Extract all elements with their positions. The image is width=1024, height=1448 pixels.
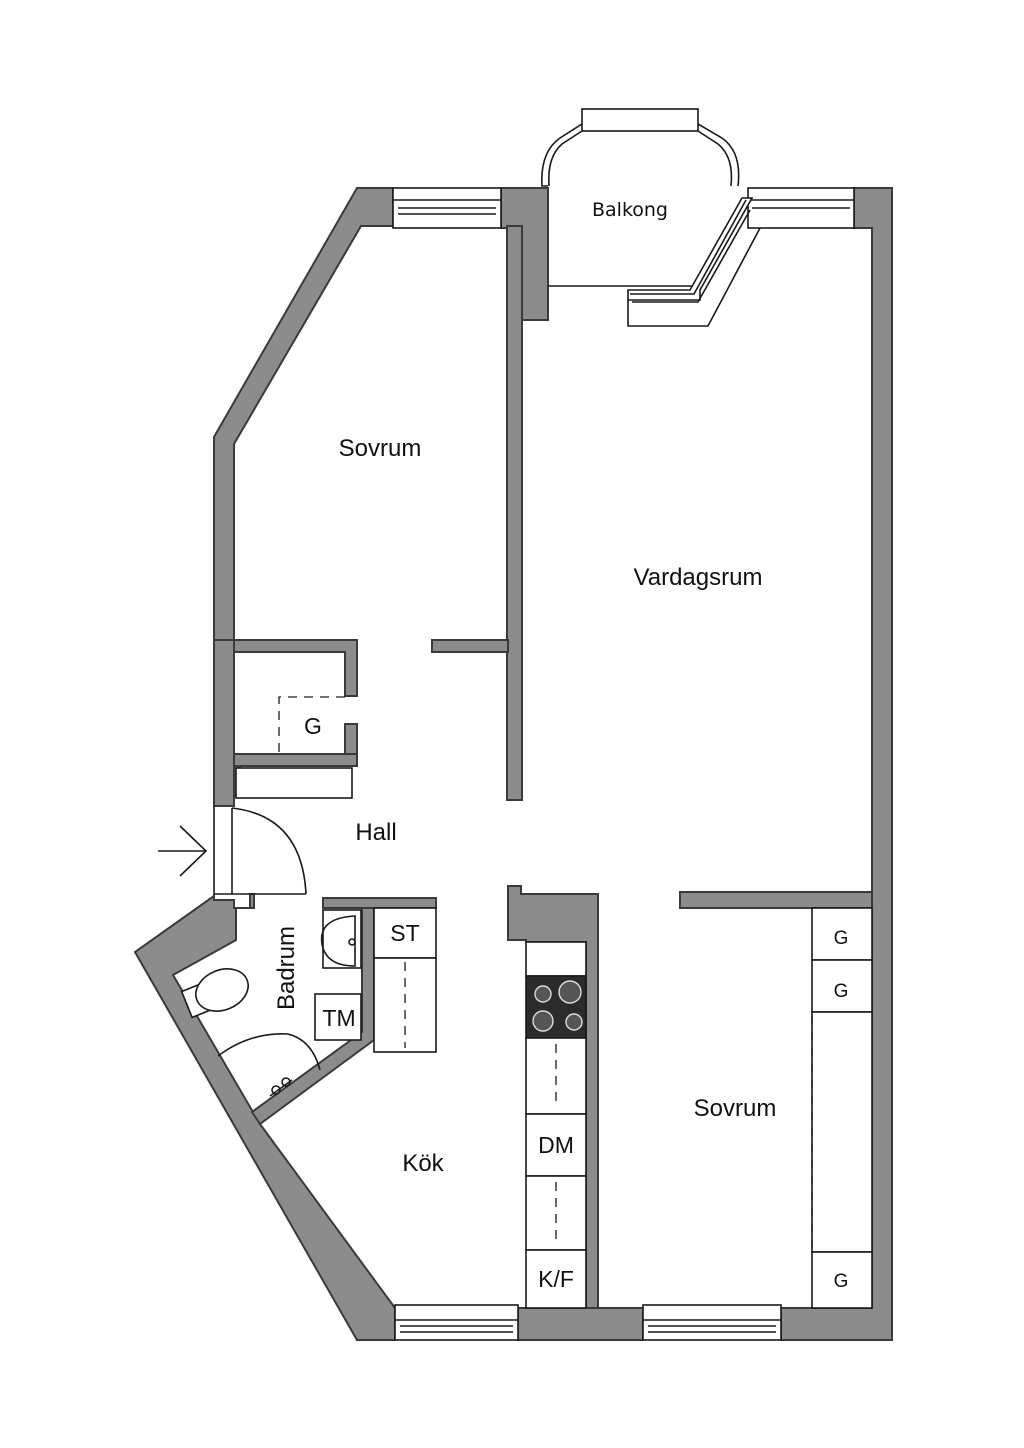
wall-bedroom-stub (431, 639, 509, 653)
room-label-hall: Hall (355, 819, 396, 846)
wall-top-left (213, 187, 394, 641)
room-label-balkong: Balkong (592, 199, 668, 221)
label-storage: ST (390, 920, 419, 946)
label-dishwasher: DM (538, 1132, 574, 1158)
arrow-right-icon (158, 825, 208, 877)
wall-divider-upper (506, 225, 523, 801)
wall-hall-left (213, 639, 235, 807)
label-closet-2: G (834, 981, 849, 1002)
window-bedroom-bottom (642, 1304, 782, 1341)
room-label-kok: Kök (402, 1150, 444, 1177)
windows (392, 187, 855, 1341)
bathroom-fixtures (180, 909, 362, 1097)
toilet-icon (180, 968, 249, 1019)
room-label-sovrum-top: Sovrum (339, 435, 422, 462)
hall-closet (235, 696, 353, 799)
window-kitchen (394, 1304, 519, 1341)
wall-closet-top (233, 639, 358, 697)
wall-bath-top (322, 897, 437, 909)
wall-closet-stub (344, 723, 358, 755)
wall-divider-right (679, 891, 873, 909)
wall-bath-left (133, 893, 396, 1341)
label-closet-hall: G (304, 713, 322, 739)
walls (133, 187, 893, 1341)
balcony (541, 108, 761, 327)
kitchen-fixtures (373, 907, 587, 1309)
wall-closet-bottom (233, 753, 358, 767)
room-label-sovrum-bottom: Sovrum (694, 1095, 777, 1122)
room-label-badrum: Badrum (273, 926, 300, 1010)
wall-bottom-mid (517, 1307, 644, 1341)
label-closet-1: G (834, 928, 849, 949)
room-label-vardagsrum: Vardagsrum (634, 564, 763, 591)
entrance[interactable] (158, 806, 307, 895)
label-closet-3: G (834, 1271, 849, 1292)
label-fridge-freezer: K/F (538, 1266, 574, 1292)
window-bay (627, 197, 754, 301)
bedroom-wardrobes (811, 907, 873, 1309)
shower-icon (269, 1077, 293, 1097)
label-dryer: TM (322, 1005, 355, 1031)
